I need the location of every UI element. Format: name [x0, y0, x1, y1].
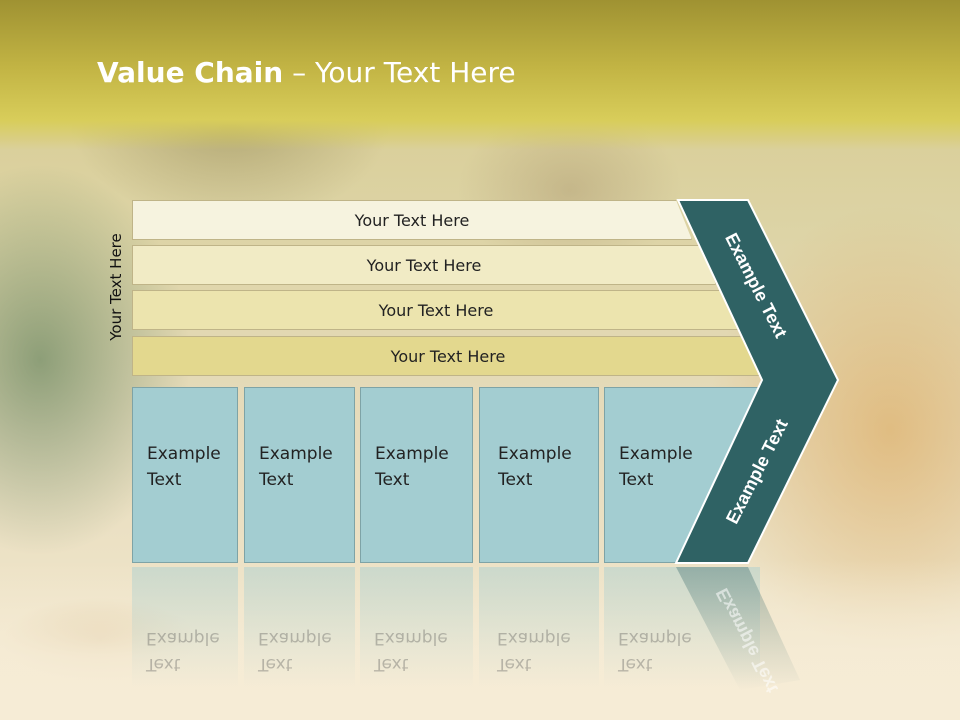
bottom-fade — [0, 560, 960, 720]
band-3: Your Text Here — [132, 290, 740, 330]
title-bold: Value Chain — [97, 56, 284, 89]
chevron-reflection — [676, 567, 800, 690]
band-2: Your Text Here — [132, 245, 716, 285]
column-label-line2: Text — [259, 470, 294, 490]
band-label: Your Text Here — [354, 210, 470, 230]
band-label: Your Text Here — [366, 255, 482, 275]
column-label-line2: Text — [619, 470, 654, 490]
column-label-line2: Text — [147, 470, 182, 490]
title-rest: – Your Text Here — [283, 56, 516, 89]
band-1: Your Text Here — [132, 200, 692, 240]
column-label-line1: Example — [259, 444, 333, 464]
band-label: Your Text Here — [378, 300, 494, 320]
column-label-line1: Example — [375, 444, 449, 464]
column-label-line1: Example — [619, 444, 693, 464]
column-label-line1: Example — [147, 444, 221, 464]
chevron-arrow — [674, 199, 840, 564]
header-band — [0, 0, 960, 150]
column-label-line1: Example — [498, 444, 572, 464]
column-label-line2: Text — [498, 470, 533, 490]
band-4: Your Text Here — [132, 336, 764, 376]
column-label-line2: Text — [375, 470, 410, 490]
slide-title: Value Chain – Your Text Here — [97, 56, 516, 89]
band-label: Your Text Here — [390, 346, 506, 366]
